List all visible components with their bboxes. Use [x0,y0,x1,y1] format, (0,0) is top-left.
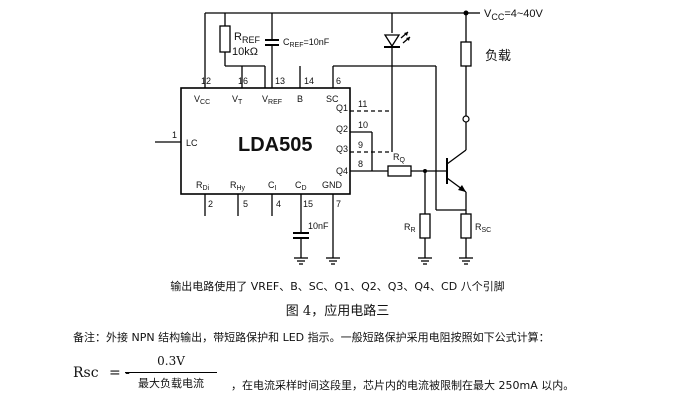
led-ray-1-arrow [404,32,408,36]
rref-value: 10kΩ [232,46,258,58]
ground-symbol-rsc [459,257,473,265]
svg-text:15: 15 [303,199,313,209]
bottom-pin-4: CI 4 [268,180,281,216]
svg-text:5: 5 [243,199,248,209]
load-terminal [462,115,470,123]
top-pin-16: 16 VT [232,76,248,106]
svg-text:4: 4 [276,199,281,209]
top-pin-14: 14 B [297,76,314,104]
vcc-label: VCC=4~40V [484,8,544,22]
formula-fraction: 0.3V 最大负载电流 [125,354,217,391]
formula-numerator: 0.3V [157,354,185,368]
load-resistor [460,41,472,67]
q4-label: Q4 [336,166,348,176]
pins-caption: 输出电路使用了 VREF、B、SC、Q1、Q2、Q3、Q4、CD 八个引脚 [170,280,505,293]
top-pin-6: 6 SC [326,76,341,104]
svg-text:GND: GND [322,180,343,190]
ground-symbol-cd [294,257,308,265]
rq-label: RQ [393,152,406,164]
q2-number: 10 [358,120,368,130]
rsc-formula: Rsc = - 0.3V 最大负载电流 ，在电流采样时间这段里，芯片内的电流被限… [73,354,673,398]
svg-text:SC: SC [326,94,339,104]
figure-caption: 图 4，应用电路三 [285,304,390,319]
svg-text:12: 12 [201,76,211,86]
lc-pin-label: LC [186,138,198,148]
svg-text:VCC: VCC [194,94,210,106]
fraction-bar [125,372,217,373]
formula-tail: ，在电流采样时间这段里，芯片内的电流被限制在最大 250mA 以内。 [231,379,575,392]
bottom-pin-2: RDi 2 [196,180,213,216]
svg-text:6: 6 [336,76,341,86]
svg-text:14: 14 [304,76,314,86]
led-ray-2-arrow [406,37,410,41]
bottom-pin-5: RHy 5 [230,180,248,216]
svg-text:CD: CD [295,180,307,192]
top-pin-13: 13 VREF [262,76,285,106]
lda505-chip [180,87,351,195]
npn-collector [446,149,467,165]
cd-value: 10nF [308,221,329,231]
q4-number: 8 [358,159,363,169]
note-text: 备注：外接 NPN 结构输出，带短路保护和 LED 指示。一般短路保护采用电阻按… [73,331,550,344]
rref-resistor [219,25,231,53]
rr-resistor [419,213,431,239]
bottom-pin-7: GND 7 [322,180,343,258]
ground-symbol-rr [418,257,432,265]
bottom-pin-15: CD 15 [295,180,313,233]
q3-number: 9 [358,140,363,150]
svg-text:RHy: RHy [230,180,246,192]
npn-emitter-arrow [458,185,466,192]
rref-label: RREF [234,31,260,45]
ground-symbol-gnd [326,257,340,265]
q1-label: Q1 [336,103,348,113]
q2-label: Q2 [336,124,348,134]
svg-text:B: B [297,94,303,104]
svg-text:CI: CI [268,180,277,192]
rr-label: RR [404,222,416,234]
load-label: 负载 [485,49,511,64]
top-pin-12: 12 VCC [194,76,211,106]
cref-label: CREF=10nF [283,37,330,49]
chip-name: LDA505 [238,134,312,156]
svg-text:VT: VT [232,94,243,106]
q1-number: 11 [358,99,367,109]
formula-lhs: Rsc [73,365,99,381]
led-icon [383,34,401,48]
svg-text:VREF: VREF [262,94,282,106]
formula-denominator: 最大负载电流 [138,377,204,390]
lc-pin-number: 1 [172,130,177,140]
svg-text:13: 13 [275,76,285,86]
svg-text:RDi: RDi [196,180,210,192]
svg-text:2: 2 [208,199,213,209]
rsc-label: RSC [475,222,491,234]
formula-equals: = - [109,365,130,381]
svg-text:16: 16 [238,76,248,86]
q3-label: Q3 [336,144,348,154]
rsc-resistor [460,213,472,239]
circuit-diagram: VCC=4~40V RREF 10kΩ CREF=10nF LDA505 12 … [155,8,544,265]
rq-resistor [387,165,412,177]
svg-text:7: 7 [336,199,341,209]
